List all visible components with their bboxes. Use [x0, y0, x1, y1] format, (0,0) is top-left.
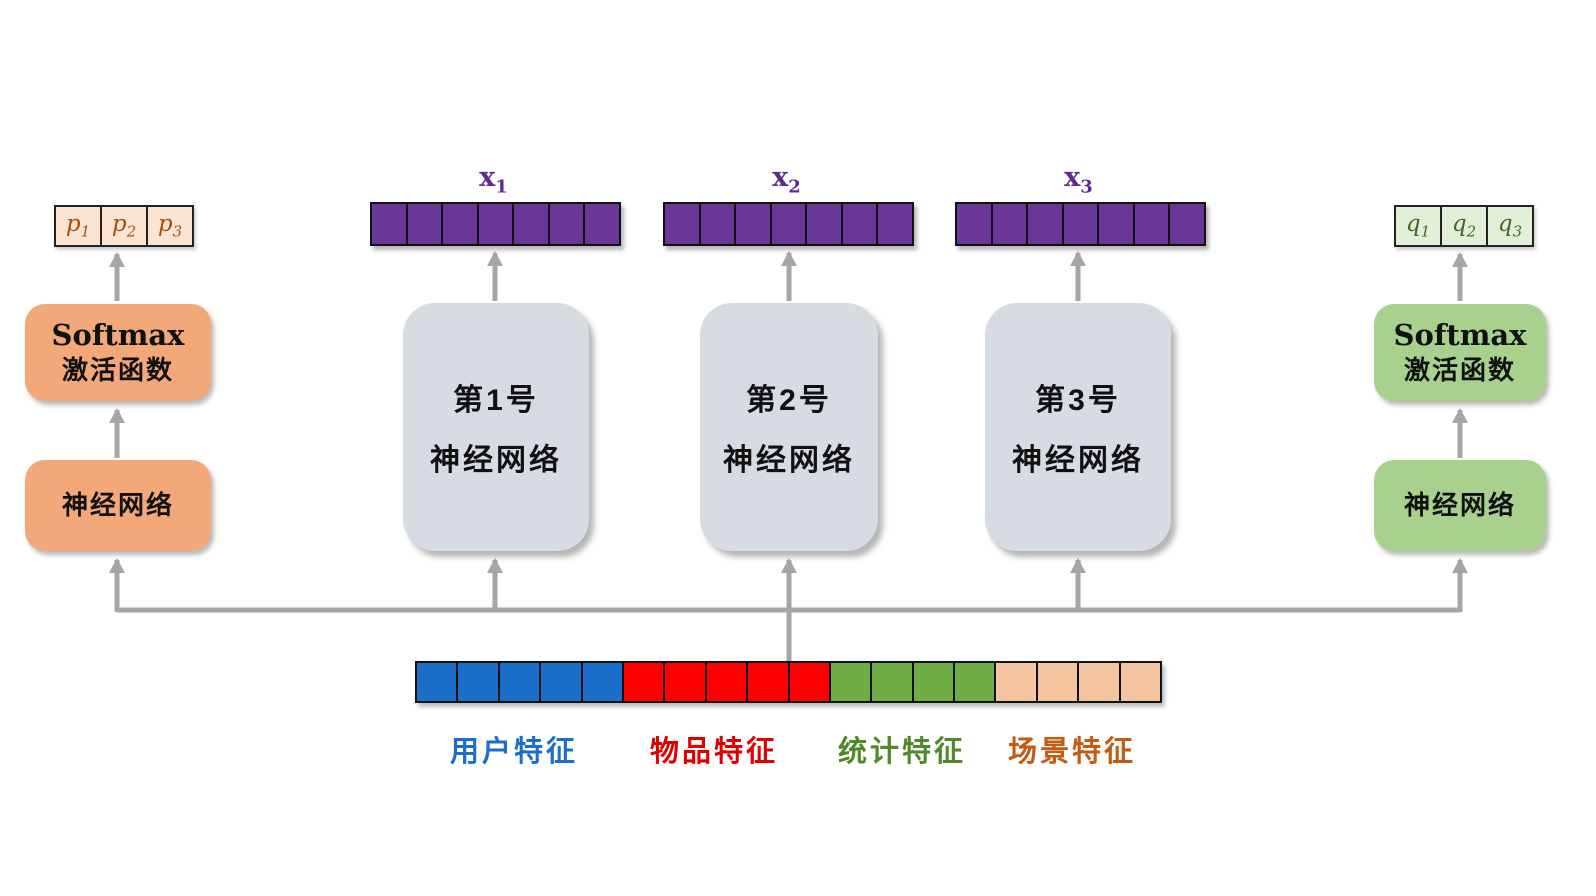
x3-label-subscript: 3	[1080, 176, 1093, 198]
input-cell	[499, 663, 542, 701]
expert1-output-vector	[370, 202, 621, 246]
vector-cell	[1064, 204, 1100, 244]
vector-cell	[993, 204, 1029, 244]
vector-cell	[1170, 204, 1204, 244]
q3-subscript: 3	[1512, 222, 1523, 241]
x2-label: x2	[663, 162, 910, 197]
input-cell	[1037, 663, 1080, 701]
input-cell	[955, 663, 997, 701]
right-softmax-box: Softmax 激活函数	[1374, 304, 1546, 401]
input-cell	[665, 663, 707, 701]
p2-cell: p2	[102, 207, 148, 245]
segment-label: 物品特征	[650, 736, 779, 768]
left-output-vector: p1 p2 p3	[54, 205, 194, 247]
expert2-output-vector	[663, 202, 914, 246]
vector-cell	[1028, 204, 1064, 244]
q3-label: q	[1497, 211, 1513, 238]
input-cell	[623, 663, 666, 701]
input-vector	[415, 661, 1163, 703]
input-cell	[872, 663, 914, 701]
segment-label: 场景特征	[1008, 736, 1137, 768]
expert2-box: 第2号 神经网络	[700, 303, 878, 551]
vector-cell	[878, 204, 912, 244]
q2-label: q	[1451, 211, 1467, 238]
p3-subscript: 3	[172, 222, 183, 241]
q2-subscript: 2	[1466, 222, 1477, 241]
right-nn-label: 神经网络	[1403, 489, 1516, 520]
vector-cell	[372, 204, 408, 244]
vector-cell	[550, 204, 586, 244]
input-cell	[789, 663, 831, 701]
vector-cell	[843, 204, 879, 244]
right-softmax-subtitle: 激活函数	[1403, 355, 1516, 386]
expert3-subtitle: 神经网络	[1012, 444, 1144, 477]
input-cell	[541, 663, 583, 701]
right-softmax-title: Softmax	[1393, 317, 1527, 352]
input-cell	[706, 663, 749, 701]
left-softmax-box: Softmax 激活函数	[25, 304, 211, 401]
expert3-title: 第3号	[1035, 384, 1121, 417]
expert2-subtitle: 神经网络	[723, 444, 855, 477]
vector-cell	[408, 204, 444, 244]
input-cell	[1079, 663, 1121, 701]
p3-cell: p3	[148, 207, 192, 245]
segment-label: 用户特征	[450, 736, 579, 768]
p1-cell: p1	[56, 207, 102, 245]
expert3-box: 第3号 神经网络	[985, 303, 1171, 551]
input-cell	[996, 663, 1038, 701]
right-nn-box: 神经网络	[1374, 460, 1546, 551]
input-cell	[582, 663, 624, 701]
vector-cell	[585, 204, 619, 244]
left-nn-box: 神经网络	[25, 460, 211, 551]
p2-subscript: 2	[126, 222, 137, 241]
vector-cell	[701, 204, 737, 244]
q1-cell: q1	[1396, 207, 1442, 245]
input-cell	[748, 663, 790, 701]
expert2-title: 第2号	[746, 384, 832, 417]
left-nn-label: 神经网络	[61, 489, 174, 520]
input-cell	[458, 663, 500, 701]
left-softmax-title: Softmax	[51, 317, 185, 352]
x1-label: x1	[370, 162, 617, 197]
q2-cell: q2	[1442, 207, 1488, 245]
expert1-title: 第1号	[453, 384, 539, 417]
p3-label: p	[157, 211, 173, 238]
input-cell	[830, 663, 873, 701]
vector-cell	[479, 204, 515, 244]
vector-cell	[736, 204, 772, 244]
q1-subscript: 1	[1420, 222, 1431, 241]
expert1-box: 第1号 神经网络	[403, 303, 589, 551]
input-cell	[913, 663, 956, 701]
x3-label: x3	[955, 162, 1202, 197]
p2-label: p	[111, 211, 127, 238]
expert1-subtitle: 神经网络	[430, 444, 562, 477]
x2-label-subscript: 2	[788, 176, 801, 198]
expert3-output-vector	[955, 202, 1206, 246]
vector-cell	[1135, 204, 1171, 244]
vector-cell	[957, 204, 993, 244]
vector-cell	[665, 204, 701, 244]
q1-label: q	[1405, 211, 1421, 238]
input-cell	[417, 663, 459, 701]
input-cell	[1120, 663, 1161, 701]
x1-label-subscript: 1	[495, 176, 508, 198]
x2-label-base: x	[772, 162, 789, 193]
q3-cell: q3	[1488, 207, 1532, 245]
right-output-vector: q1 q2 q3	[1394, 205, 1534, 247]
segment-label: 统计特征	[838, 736, 967, 768]
vector-cell	[1099, 204, 1135, 244]
vector-cell	[514, 204, 550, 244]
p1-label: p	[65, 211, 81, 238]
vector-cell	[772, 204, 808, 244]
vector-cell	[443, 204, 479, 244]
vector-cell	[807, 204, 843, 244]
p1-subscript: 1	[80, 222, 91, 241]
x3-label-base: x	[1064, 162, 1081, 193]
left-softmax-subtitle: 激活函数	[61, 355, 174, 386]
x1-label-base: x	[479, 162, 496, 193]
